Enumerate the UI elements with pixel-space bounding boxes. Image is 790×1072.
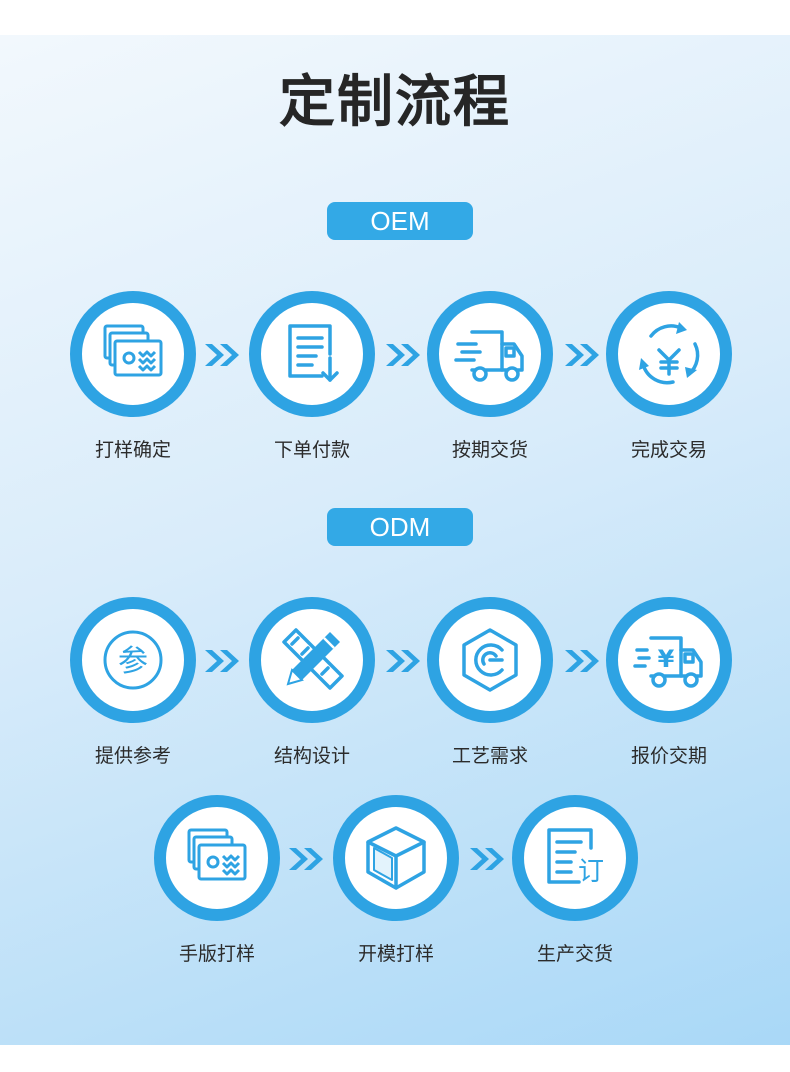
step-label: 报价交期 [630,745,707,767]
step-circle: ¥ [606,597,732,723]
step-label: 下单付款 [273,439,350,461]
odm-step-2: 结构设计 [222,597,402,769]
svg-text:订: 订 [578,857,604,887]
oem-step-3: 按期交货 [400,291,580,463]
step-label: 按期交货 [451,439,528,461]
chevron-right-icon [386,650,420,672]
step-circle [427,597,553,723]
step-circle [70,291,196,417]
step-label: 工艺需求 [451,745,528,767]
odm-badge: ODM [327,508,473,546]
svg-text:¥: ¥ [658,645,675,673]
oem-badge: OEM [327,202,473,240]
step-circle [249,597,375,723]
delivery-truck-icon [454,330,524,382]
step-circle [249,291,375,417]
step-circle [333,795,459,921]
page-title: 定制流程 [279,70,511,135]
step-circle [154,795,280,921]
odm-step-6: 开模打样 [306,795,486,967]
step-label: 提供参考 [94,745,171,767]
order-document-icon [288,324,339,382]
svg-text:参: 参 [118,644,148,679]
reference-icon: 参 [103,630,163,690]
oem-step-1: 打样确定 [43,291,223,463]
oem-step-2: 下单付款 [222,291,402,463]
step-label: 结构设计 [273,745,350,767]
chevron-right-icon [205,650,239,672]
step-circle [427,291,553,417]
step-label: 打样确定 [94,439,171,461]
sample-cards-icon [103,324,163,377]
yuan-cycle-icon [639,322,700,385]
odm-step-7: 订 生产交货 [485,795,665,967]
step-circle: 参 [70,597,196,723]
quote-truck-icon: ¥ [633,636,703,688]
step-label: 完成交易 [630,439,707,461]
chevron-right-icon [565,344,599,366]
step-label: 手版打样 [178,943,255,965]
odm-step-4: ¥ 报价交期 [579,597,759,769]
odm-step-3: 工艺需求 [400,597,580,769]
step-circle [606,291,732,417]
chevron-right-icon [386,344,420,366]
step-label: 生产交货 [536,943,613,965]
oem-step-4: 完成交易 [579,291,759,463]
sample-cards-icon [187,828,247,881]
odm-step-5: 手版打样 [127,795,307,967]
mold-cube-icon [366,826,426,890]
production-order-icon: 订 [547,828,604,887]
process-hexagon-icon [462,628,518,692]
odm-step-1: 参 提供参考 [43,597,223,769]
chevron-right-icon [289,848,323,870]
pencil-ruler-icon [282,628,344,690]
chevron-right-icon [470,848,504,870]
chevron-right-icon [565,650,599,672]
chevron-right-icon [205,344,239,366]
step-circle: 订 [512,795,638,921]
step-label: 开模打样 [357,943,434,965]
